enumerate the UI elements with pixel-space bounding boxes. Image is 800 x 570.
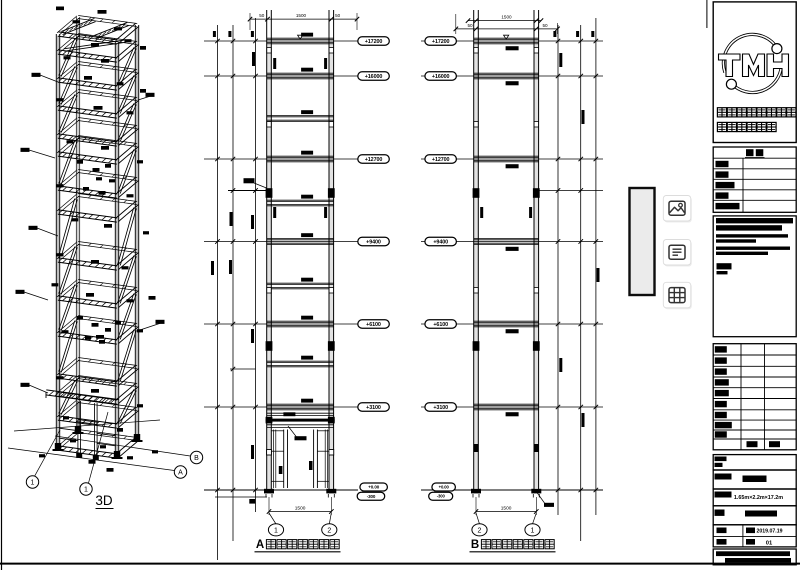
svg-text:A: A xyxy=(178,470,183,477)
svg-text:2: 2 xyxy=(327,528,331,535)
svg-text:-300: -300 xyxy=(367,494,376,499)
svg-text:B: B xyxy=(471,539,479,551)
svg-text:1: 1 xyxy=(531,528,535,535)
svg-text:+0.00: +0.00 xyxy=(368,485,379,490)
svg-text:50: 50 xyxy=(542,23,548,28)
svg-text:+9400: +9400 xyxy=(366,239,381,245)
svg-text:1500: 1500 xyxy=(501,505,512,511)
svg-text:01: 01 xyxy=(766,540,773,546)
svg-text:1: 1 xyxy=(274,528,278,535)
svg-text:50: 50 xyxy=(467,23,473,28)
svg-text:+12700: +12700 xyxy=(432,157,450,163)
svg-text:+0.00: +0.00 xyxy=(439,485,450,490)
svg-text:+3100: +3100 xyxy=(366,405,381,411)
svg-text:+16000: +16000 xyxy=(432,74,450,80)
svg-text:1: 1 xyxy=(31,480,35,487)
svg-text:+12700: +12700 xyxy=(365,157,383,163)
svg-text:B: B xyxy=(194,455,199,462)
svg-text:2019.07.19: 2019.07.19 xyxy=(757,529,783,535)
svg-text:1500: 1500 xyxy=(296,13,307,18)
svg-text:+6100: +6100 xyxy=(433,322,448,328)
svg-text:+17200: +17200 xyxy=(432,39,450,45)
svg-text:A: A xyxy=(256,539,264,551)
svg-text:+16000: +16000 xyxy=(365,74,383,80)
svg-text:1: 1 xyxy=(84,487,88,494)
svg-text:1.65m×2.2m×17.2m: 1.65m×2.2m×17.2m xyxy=(734,495,783,501)
svg-text:50: 50 xyxy=(335,13,341,18)
svg-text:-300: -300 xyxy=(437,494,446,499)
svg-text:2: 2 xyxy=(478,528,482,535)
svg-text:3D: 3D xyxy=(95,493,113,508)
svg-text:+9400: +9400 xyxy=(433,239,448,245)
svg-text:+6100: +6100 xyxy=(366,322,381,328)
svg-text:+17200: +17200 xyxy=(365,39,383,45)
svg-text:50: 50 xyxy=(259,13,265,18)
svg-text:1500: 1500 xyxy=(501,15,512,20)
svg-text:1500: 1500 xyxy=(295,505,306,511)
svg-text:+3100: +3100 xyxy=(433,405,448,411)
